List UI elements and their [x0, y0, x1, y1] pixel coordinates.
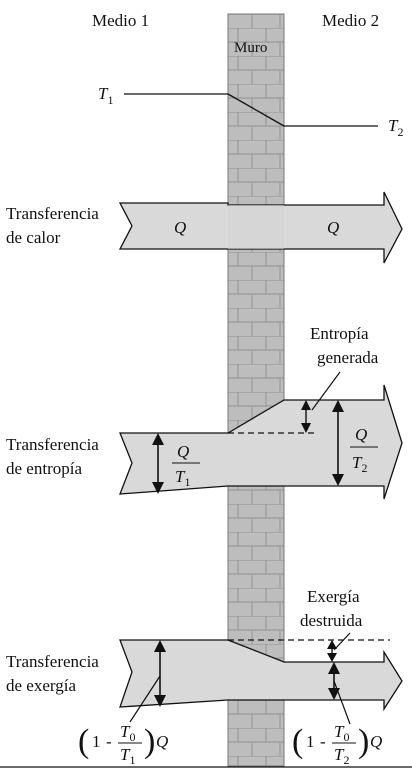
svg-text:T2: T2 [334, 745, 349, 767]
exergy-right-pointer [333, 680, 351, 725]
exergy-destroyed-line2: destruida [300, 611, 363, 630]
entropy-generated-pointer [311, 371, 341, 411]
svg-text:1: 1 [92, 732, 101, 751]
entropy-label-line2: de entropía [6, 459, 82, 478]
entropy-generated-line2: generada [317, 348, 379, 367]
medium-2-label: Medio 2 [322, 11, 379, 30]
svg-text:Q: Q [370, 732, 382, 751]
medium-1-label: Medio 1 [92, 11, 149, 30]
svg-text:T0: T0 [334, 722, 349, 744]
svg-text:T0: T0 [120, 722, 135, 744]
entropy-left-denominator: T1 [175, 467, 190, 489]
exergy-right-formula: ( 1 - T0 T2 ) Q [292, 722, 382, 767]
svg-text:(: ( [292, 723, 303, 760]
entropy-right-numerator: Q [355, 425, 367, 444]
entropy-transfer-arrow [119, 384, 403, 500]
svg-text:): ) [144, 723, 155, 760]
entropy-left-numerator: Q [177, 442, 189, 461]
wall [227, 13, 285, 767]
exergy-label-line1: Transferencia [6, 652, 99, 671]
t2-label: T2 [388, 116, 403, 139]
entropy-label-line1: Transferencia [6, 435, 99, 454]
heat-label-line2: de calor [6, 228, 61, 247]
t1-label: T1 [98, 84, 113, 107]
heat-q-right: Q [327, 218, 339, 237]
exergy-left-pointer [129, 675, 161, 723]
exergy-destroyed-pointer [333, 632, 351, 651]
exergy-label-line2: de exergía [6, 676, 76, 695]
svg-text:T1: T1 [120, 745, 135, 767]
wall-label: Muro [234, 40, 267, 56]
svg-text:): ) [358, 723, 369, 760]
svg-text:1: 1 [306, 732, 315, 751]
svg-text:(: ( [78, 723, 89, 760]
exergy-left-formula: ( 1 - T0 T1 ) Q [78, 722, 168, 767]
heat-q-left: Q [174, 218, 186, 237]
exergy-destroyed-line1: Exergía [307, 587, 360, 606]
entropy-right-denominator: T2 [352, 453, 367, 475]
svg-text:-: - [320, 732, 326, 751]
svg-text:-: - [106, 732, 112, 751]
heat-label-line1: Transferencia [6, 204, 99, 223]
entropy-generated-line1: Entropía [310, 324, 369, 343]
svg-text:Q: Q [156, 732, 168, 751]
temperature-drop-line [227, 93, 285, 127]
